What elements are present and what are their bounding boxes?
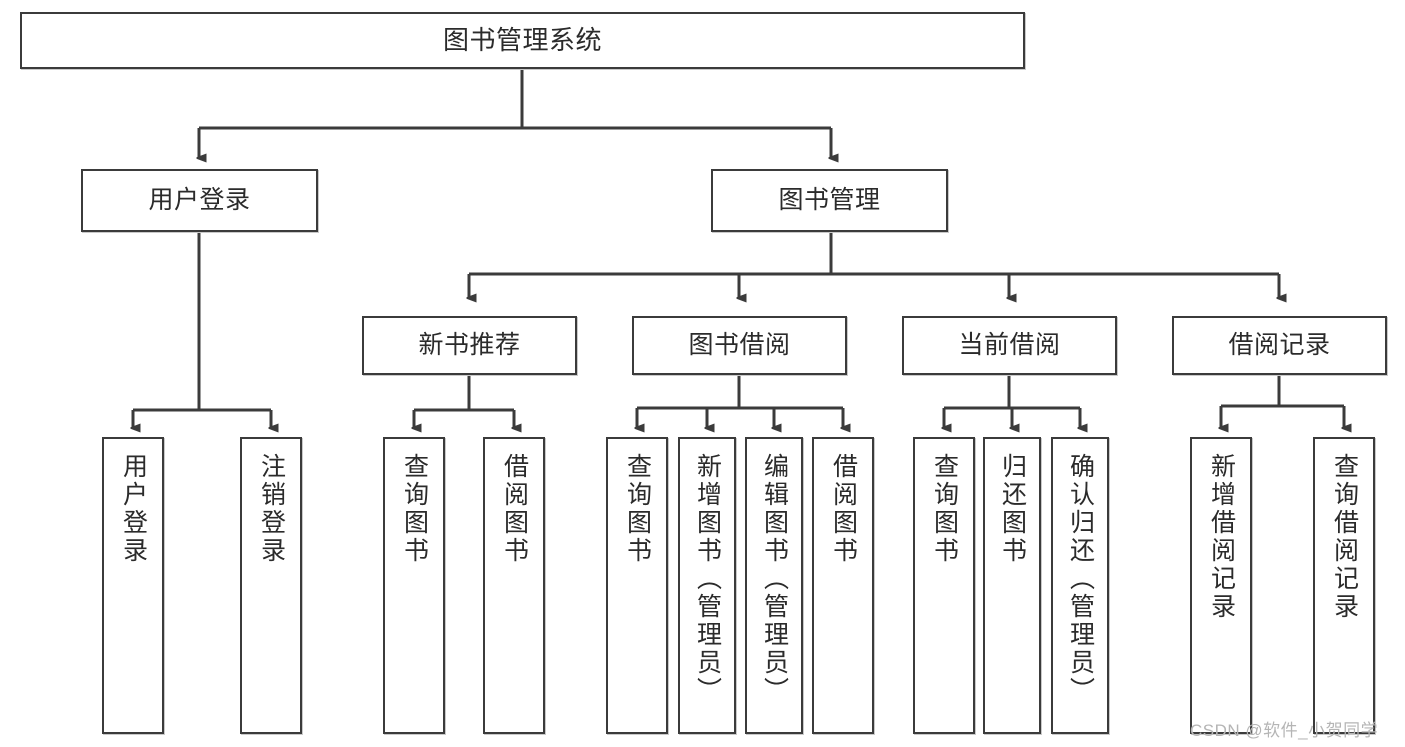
node-leaf-query-borrow-record[interactable]: 查询借阅记录 [1313,437,1375,734]
node-label: 新书推荐 [418,331,521,359]
node-label: 新增借阅记录 [1207,453,1236,621]
node-root-system[interactable]: 图书管理系统 [20,12,1025,69]
node-leaf-query-books-borrow[interactable]: 查询图书 [606,437,668,734]
node-label: 借阅图书 [829,453,858,565]
node-label: 借阅记录 [1228,331,1331,359]
node-label: 查询图书 [623,453,652,565]
node-leaf-query-books-recommend[interactable]: 查询图书 [383,437,445,734]
node-label: 用户登录 [148,186,251,214]
node-label: 图书管理系统 [442,25,602,56]
node-leaf-logout-login[interactable]: 注销登录 [240,437,302,734]
node-leaf-borrow-book[interactable]: 借阅图书 [812,437,874,734]
watermark-text: CSDN @软件_小贺同学 [1190,721,1379,740]
node-leaf-query-books-current[interactable]: 查询图书 [913,437,975,734]
node-label: 查询借阅记录 [1330,453,1359,621]
node-leaf-borrow-books-recommend[interactable]: 借阅图书 [483,437,545,734]
node-leaf-edit-book-admin[interactable]: 编辑图书（管理员） [745,437,803,734]
node-leaf-return-book[interactable]: 归还图书 [983,437,1041,734]
node-label: 图书借阅 [688,331,791,359]
node-label: 编辑图书（管理员） [760,453,789,705]
node-current-borrow[interactable]: 当前借阅 [902,316,1117,375]
node-label: 图书管理 [778,186,881,214]
node-label: 归还图书 [998,453,1027,565]
node-leaf-add-borrow-record[interactable]: 新增借阅记录 [1190,437,1252,734]
node-leaf-add-book-admin[interactable]: 新增图书（管理员） [678,437,736,734]
node-user-login[interactable]: 用户登录 [81,169,318,232]
node-label: 借阅图书 [500,453,529,565]
node-leaf-user-login[interactable]: 用户登录 [102,437,164,734]
node-label: 注销登录 [257,453,286,565]
node-label: 查询图书 [930,453,959,565]
node-label: 新增图书（管理员） [693,453,722,705]
node-leaf-confirm-return-admin[interactable]: 确认归还（管理员） [1051,437,1109,734]
node-book-borrow[interactable]: 图书借阅 [632,316,847,375]
node-book-management[interactable]: 图书管理 [711,169,948,232]
node-new-book-recommend[interactable]: 新书推荐 [362,316,577,375]
node-label: 确认归还（管理员） [1066,453,1095,705]
node-label: 用户登录 [119,453,148,565]
node-borrow-record[interactable]: 借阅记录 [1172,316,1387,375]
node-label: 当前借阅 [958,331,1061,359]
node-label: 查询图书 [400,453,429,565]
